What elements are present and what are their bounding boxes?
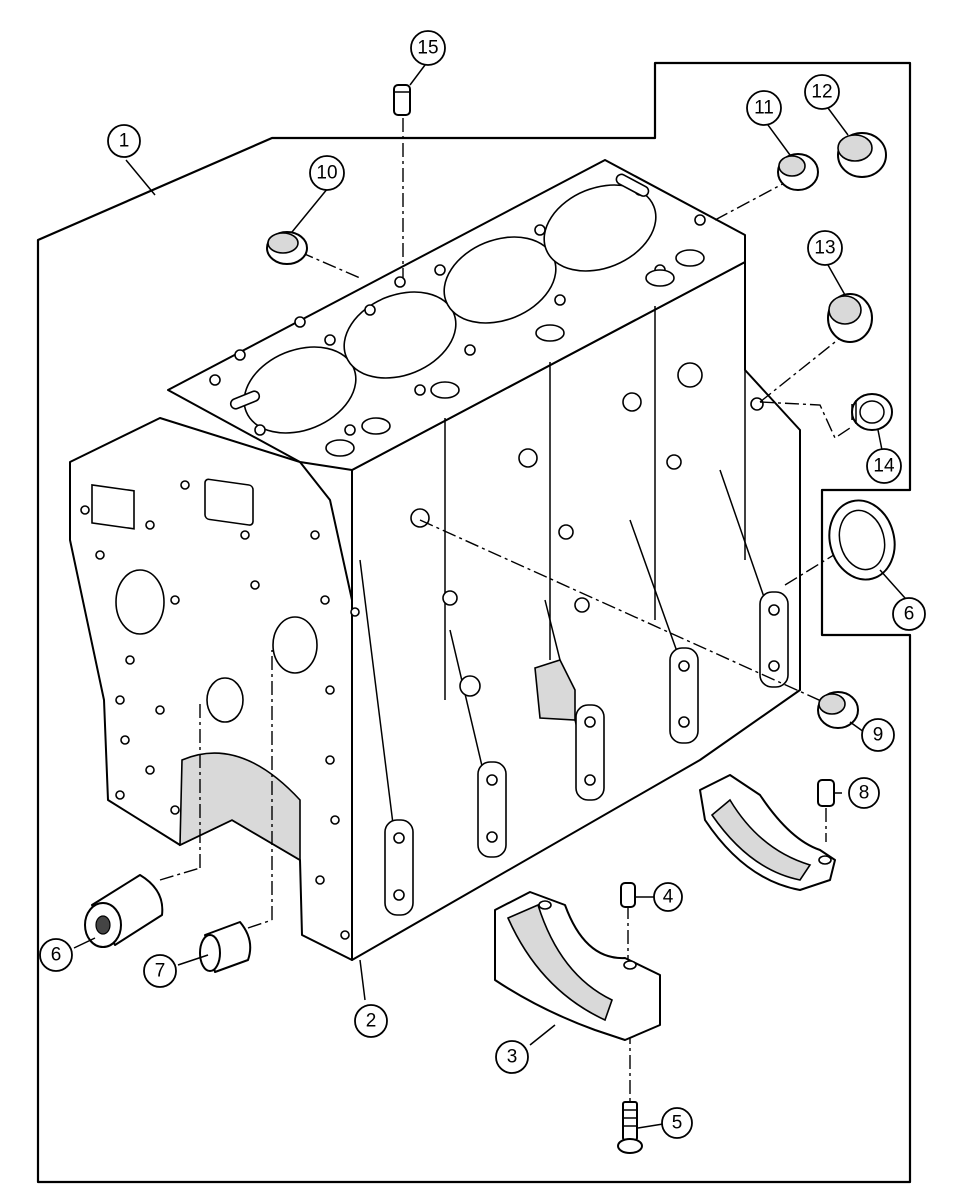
callout-5: 5 xyxy=(661,1107,693,1139)
svg-text:12: 12 xyxy=(811,82,832,103)
front-plate-holes xyxy=(80,480,360,940)
plug-9 xyxy=(817,691,859,729)
callout-6-left: 6 xyxy=(39,938,73,972)
callout-15: 15 xyxy=(410,30,446,66)
skirt-shade xyxy=(179,752,301,862)
assembly-boundary xyxy=(36,61,912,1184)
svg-text:15: 15 xyxy=(417,38,438,59)
callout-10: 10 xyxy=(309,155,345,191)
svg-text:8: 8 xyxy=(859,783,870,804)
svg-text:9: 9 xyxy=(873,725,884,746)
svg-text:13: 13 xyxy=(814,238,835,259)
plug-11 xyxy=(777,153,819,191)
pin-4 xyxy=(620,882,636,908)
callout-14: 14 xyxy=(866,448,902,484)
pin-8 xyxy=(817,779,835,807)
oil-seal-6-right xyxy=(828,499,896,581)
plug-13 xyxy=(827,293,873,343)
callout-8: 8 xyxy=(848,777,880,809)
svg-text:10: 10 xyxy=(316,163,337,184)
dowel-pin-15 xyxy=(393,84,411,116)
bolt-5 xyxy=(617,1101,643,1154)
callout-7: 7 xyxy=(143,954,177,988)
svg-text:5: 5 xyxy=(672,1113,683,1134)
bushing-6-left xyxy=(84,874,164,948)
callout-13: 13 xyxy=(807,230,843,266)
plug-12 xyxy=(837,132,887,178)
leader-lines xyxy=(73,64,906,1129)
front-bore-2 xyxy=(272,616,318,674)
bearing-cap-right xyxy=(699,774,836,891)
bushing-7 xyxy=(199,921,252,973)
svg-text:4: 4 xyxy=(663,887,674,908)
svg-text:14: 14 xyxy=(873,456,895,477)
main-bearing-cap-3 xyxy=(494,891,661,1041)
callout-2: 2 xyxy=(354,1004,388,1038)
svg-text:11: 11 xyxy=(754,98,774,119)
callout-9: 9 xyxy=(861,718,895,752)
front-bore-1 xyxy=(115,569,165,635)
side-bolt-bosses xyxy=(384,591,789,916)
callout-4: 4 xyxy=(653,882,683,912)
front-window-1 xyxy=(91,484,135,530)
svg-text:7: 7 xyxy=(155,961,166,982)
threaded-plug-14 xyxy=(851,393,893,431)
cylinder-block xyxy=(69,159,801,961)
svg-text:3: 3 xyxy=(507,1047,518,1068)
svg-text:6: 6 xyxy=(904,604,915,625)
callout-6-right: 6 xyxy=(892,597,926,631)
callout-12: 12 xyxy=(804,74,840,110)
svg-text:1: 1 xyxy=(119,131,130,152)
front-window-2 xyxy=(204,478,254,526)
callout-11: 11 xyxy=(746,90,782,126)
callout-3: 3 xyxy=(495,1040,529,1074)
callout-1: 1 xyxy=(107,124,141,158)
bore-4 xyxy=(543,184,657,272)
front-bore-3 xyxy=(206,677,244,723)
svg-text:2: 2 xyxy=(366,1011,377,1032)
svg-text:6: 6 xyxy=(51,945,62,966)
plug-10 xyxy=(266,231,308,265)
